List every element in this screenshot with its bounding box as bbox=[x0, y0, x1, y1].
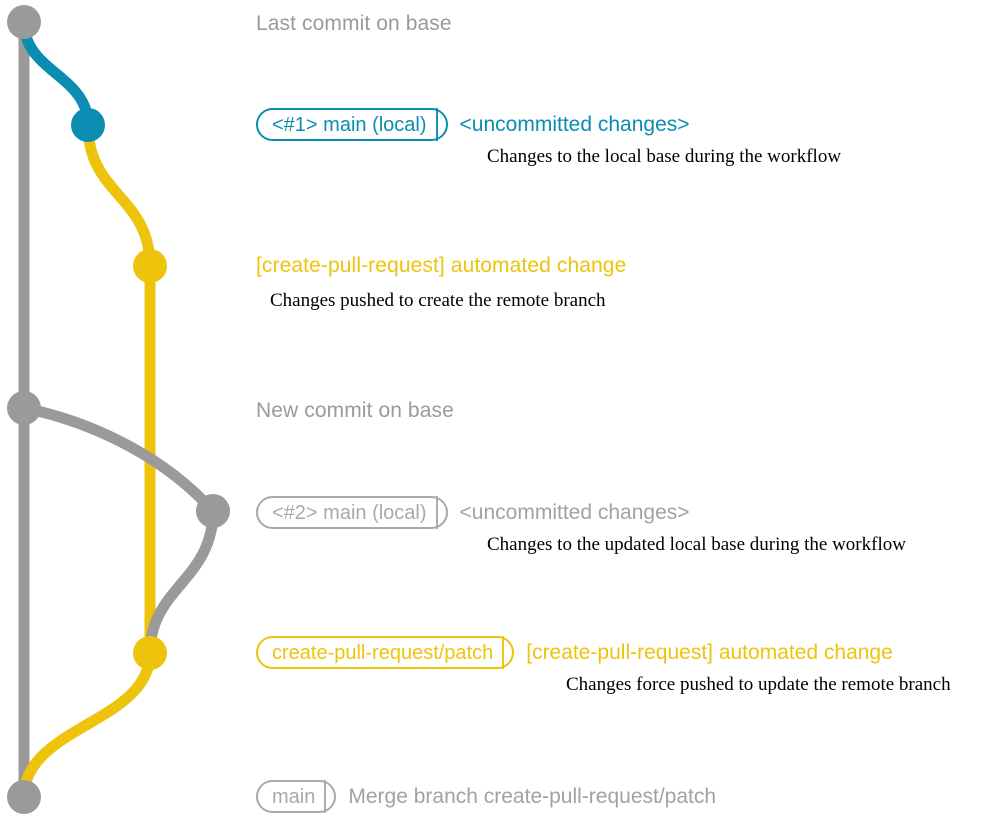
ref-pill-divider bbox=[502, 636, 505, 669]
description-local-changes-1: Changes to the local base during the wor… bbox=[487, 146, 842, 167]
node-base-head[interactable] bbox=[7, 5, 41, 39]
caption-uncommitted-changes-2: <uncommitted changes> bbox=[459, 500, 690, 524]
description-automated-change-2: Changes force pushed to update the remot… bbox=[566, 674, 951, 695]
edge-local-2-to-automated-2 bbox=[144, 505, 219, 659]
row-merge-commit: main Merge branch create-pull-request/pa… bbox=[256, 780, 716, 813]
node-local-2[interactable] bbox=[196, 494, 230, 528]
headline-last-commit-on-base: Last commit on base bbox=[256, 12, 452, 35]
edge-automated-2-to-merge bbox=[18, 647, 156, 803]
ref-pill-divider bbox=[324, 780, 327, 813]
description-automated-change-1: Changes pushed to create the remote bran… bbox=[270, 290, 606, 311]
row-automated-change-2: create-pull-request/patch [create-pull-r… bbox=[256, 636, 893, 669]
headline-new-commit-on-base: New commit on base bbox=[256, 399, 454, 422]
ref-pill-divider bbox=[435, 108, 438, 141]
row-local-changes-1: <#1> main (local) <uncommitted changes> bbox=[256, 108, 690, 141]
node-automated-2[interactable] bbox=[133, 636, 167, 670]
row-local-changes-2: <#2> main (local) <uncommitted changes> bbox=[256, 496, 690, 529]
node-automated-1[interactable] bbox=[133, 249, 167, 283]
edge-local-1-to-automated-1 bbox=[82, 119, 156, 272]
ref-pill-create-pull-request-patch[interactable]: create-pull-request/patch bbox=[256, 636, 515, 669]
edge-base-new-to-local-2 bbox=[18, 402, 219, 517]
ref-pill-main[interactable]: main bbox=[256, 780, 337, 813]
ref-pill-divider bbox=[435, 496, 438, 529]
caption-merge-commit: Merge branch create-pull-request/patch bbox=[348, 784, 717, 808]
caption-automated-change-2: [create-pull-request] automated change bbox=[526, 640, 893, 664]
node-local-1[interactable] bbox=[71, 108, 105, 142]
node-base-new[interactable] bbox=[7, 391, 41, 425]
description-local-changes-2: Changes to the updated local base during… bbox=[487, 534, 906, 555]
ref-pill-main-local-2[interactable]: <#2> main (local) bbox=[256, 496, 448, 529]
caption-uncommitted-changes-1: <uncommitted changes> bbox=[459, 112, 690, 136]
ref-pill-main-local-1[interactable]: <#1> main (local) bbox=[256, 108, 448, 141]
headline-automated-change-1: [create-pull-request] automated change bbox=[256, 254, 627, 277]
node-merge[interactable] bbox=[7, 780, 41, 814]
